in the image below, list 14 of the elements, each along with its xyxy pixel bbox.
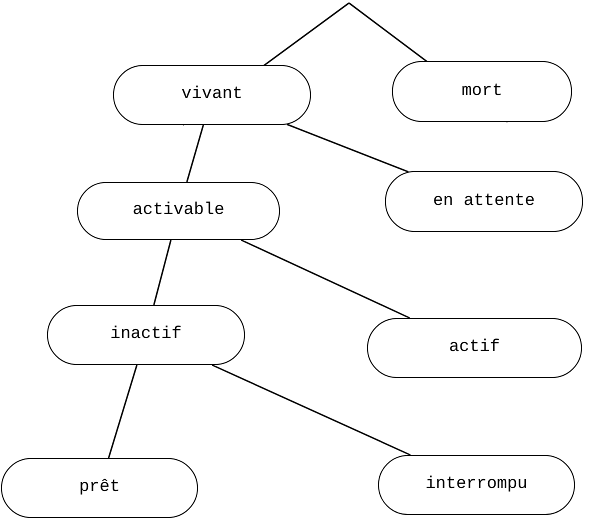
state-label: prêt <box>79 477 120 500</box>
connector-line <box>286 124 409 173</box>
state-label: vivant <box>181 84 243 106</box>
connector-line <box>212 364 411 456</box>
state-label: activable <box>132 200 224 222</box>
state-label: en attente <box>432 190 536 213</box>
state-label: actif <box>448 337 500 360</box>
connector-line <box>240 239 410 319</box>
connector-line <box>153 240 172 306</box>
connector-line <box>108 364 138 458</box>
state-label: mort <box>462 80 502 103</box>
connector-line <box>186 124 204 182</box>
state-label: inactif <box>110 324 182 346</box>
state-label: interrompu <box>425 474 528 496</box>
